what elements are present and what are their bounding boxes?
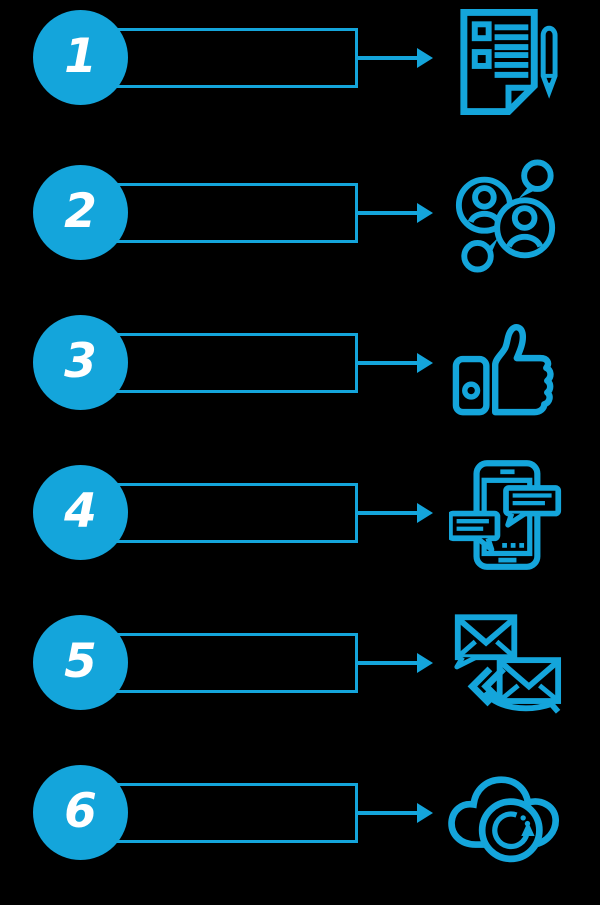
step-number-badge: 5 xyxy=(33,615,128,710)
step-label-box xyxy=(100,333,358,393)
thumbs-up-icon xyxy=(444,305,568,425)
step-number: 5 xyxy=(64,633,97,689)
step-row: 3 xyxy=(0,305,600,455)
step-number-badge: 2 xyxy=(33,165,128,260)
step-number-badge: 1 xyxy=(33,10,128,105)
step-label-box xyxy=(100,483,358,543)
step-label-box xyxy=(100,633,358,693)
step-number-badge: 6 xyxy=(33,765,128,860)
email-reply-icon xyxy=(444,605,568,725)
step-number: 6 xyxy=(64,783,97,839)
step-label-box xyxy=(100,183,358,243)
step-number: 4 xyxy=(64,483,97,539)
step-row: 1 xyxy=(0,0,600,150)
arrow-head-icon xyxy=(417,48,433,68)
arrow-head-icon xyxy=(417,353,433,373)
arrow-head-icon xyxy=(417,503,433,523)
step-row: 6 xyxy=(0,755,600,905)
step-number-badge: 4 xyxy=(33,465,128,560)
arrow-head-icon xyxy=(417,803,433,823)
mobile-chat-icon xyxy=(444,455,568,575)
step-row: 5 xyxy=(0,605,600,755)
step-row: 2 xyxy=(0,155,600,305)
cloud-sync-icon xyxy=(444,755,568,875)
step-label-box xyxy=(100,783,358,843)
arrow-right-icon xyxy=(358,56,419,60)
arrow-head-icon xyxy=(417,653,433,673)
step-label-box xyxy=(100,28,358,88)
arrow-right-icon xyxy=(358,511,419,515)
arrow-right-icon xyxy=(358,811,419,815)
step-number: 3 xyxy=(64,333,97,389)
step-number: 2 xyxy=(64,183,97,239)
step-number: 1 xyxy=(64,28,97,84)
arrow-right-icon xyxy=(358,661,419,665)
community-discussion-icon xyxy=(444,155,568,275)
arrow-right-icon xyxy=(358,211,419,215)
arrow-head-icon xyxy=(417,203,433,223)
step-number-badge: 3 xyxy=(33,315,128,410)
step-row: 4 xyxy=(0,455,600,605)
survey-form-icon xyxy=(444,0,568,120)
arrow-right-icon xyxy=(358,361,419,365)
